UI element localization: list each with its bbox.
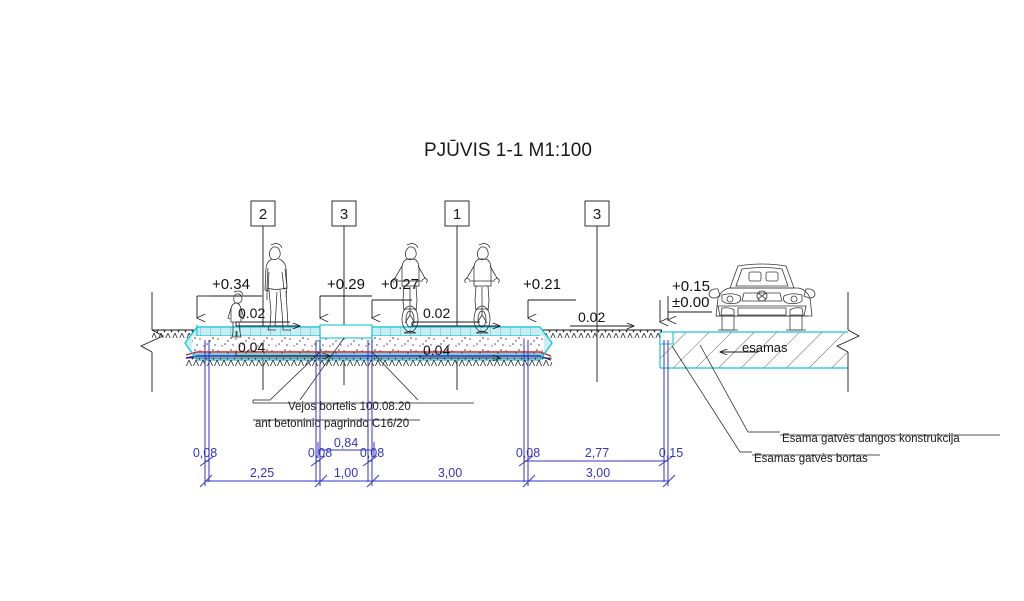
kerb-note-line1: Vejos bortelis 100.08.20: [288, 401, 411, 413]
slope-left-top: 0.02: [238, 305, 265, 321]
existing-road-label: esamas: [742, 340, 788, 355]
slope-arrows: 0.02 0.04 0.02 0.04 0.02: [235, 305, 634, 358]
elevation-labels: +0.34 +0.29 +0.27 +0.21 +0.15 ±0.00: [212, 276, 710, 311]
dimension-extension-lines: [204, 340, 669, 482]
elev-021: +0.21: [523, 276, 561, 293]
page-title: PJŪVIS 1-1 M1:100: [424, 140, 592, 161]
callout-2-label: 2: [259, 206, 267, 223]
dim-084-label: 0,84: [334, 436, 358, 450]
subbase-red-line: [185, 351, 552, 357]
slope-mid-top: 0.02: [423, 305, 450, 321]
dim-225: 2,25: [250, 466, 274, 480]
dim-300-b: 3,00: [586, 466, 610, 480]
slope-verge: 0.02: [578, 309, 605, 325]
existing-kerb-note: Esamas gatvės bortas: [754, 453, 868, 465]
elev-034: +0.34: [212, 276, 250, 293]
ground-surface-line: [152, 329, 662, 338]
dim-008-c: 0,08: [360, 446, 384, 460]
existing-street-body: [659, 331, 848, 369]
subgrade-blue-line: [185, 355, 552, 361]
slope-mid-base: 0.04: [423, 342, 450, 358]
pedestrian-child-icon: [227, 290, 245, 338]
dim-015: 0,15: [659, 446, 683, 460]
dim-008-b: 0,08: [308, 446, 332, 460]
formation-level: [186, 358, 552, 366]
elev-029: +0.29: [327, 276, 365, 293]
existing-kerb-note-group: Esamas gatvės bortas: [671, 345, 880, 465]
elev-000: ±0.00: [672, 294, 709, 311]
dim-084-group: 0,84: [317, 436, 375, 458]
break-line-left-icon: [139, 292, 165, 392]
dim-100: 1,00: [334, 466, 358, 480]
pedestrian-adult-icon: [264, 243, 291, 331]
elevation-leaders: [196, 295, 712, 322]
kerb-note-group: Vejos bortelis 100.08.20 ant betoninio p…: [252, 337, 474, 430]
callout-1-label: 1: [453, 206, 461, 223]
elev-027: +0.27: [381, 276, 419, 293]
dimension-row-upper: 0,08 0,08 0,08 0,08 2,77 0,15: [193, 446, 683, 467]
cyclist-left-icon: [392, 243, 428, 334]
callout-3a-label: 3: [340, 206, 348, 223]
car-front-icon: [708, 263, 816, 331]
dim-300-a: 3,00: [438, 466, 462, 480]
break-line-right-icon: [835, 292, 861, 392]
callout-3b[interactable]: 3: [584, 200, 610, 382]
existing-road-leader: esamas: [720, 340, 788, 355]
dim-277: 2,77: [585, 446, 609, 460]
existing-pavement-note: Esama gatvės dangos konstrukcija: [782, 433, 960, 445]
existing-pavement-note-group: Esama gatvės dangos konstrukcija: [699, 344, 1000, 445]
dim-008-d: 0,08: [516, 446, 540, 460]
dimension-row-lower: 2,25 1,00 3,00 3,00: [199, 466, 676, 488]
callout-3b-label: 3: [593, 206, 601, 223]
dim-008-a: 0,08: [193, 446, 217, 460]
cyclist-right-icon: [464, 243, 500, 334]
kerb-note-line2: ant betoninio pagrindo C16/20: [255, 418, 409, 430]
elev-015: +0.15: [672, 278, 710, 295]
slope-left-base: 0.04: [238, 339, 265, 355]
